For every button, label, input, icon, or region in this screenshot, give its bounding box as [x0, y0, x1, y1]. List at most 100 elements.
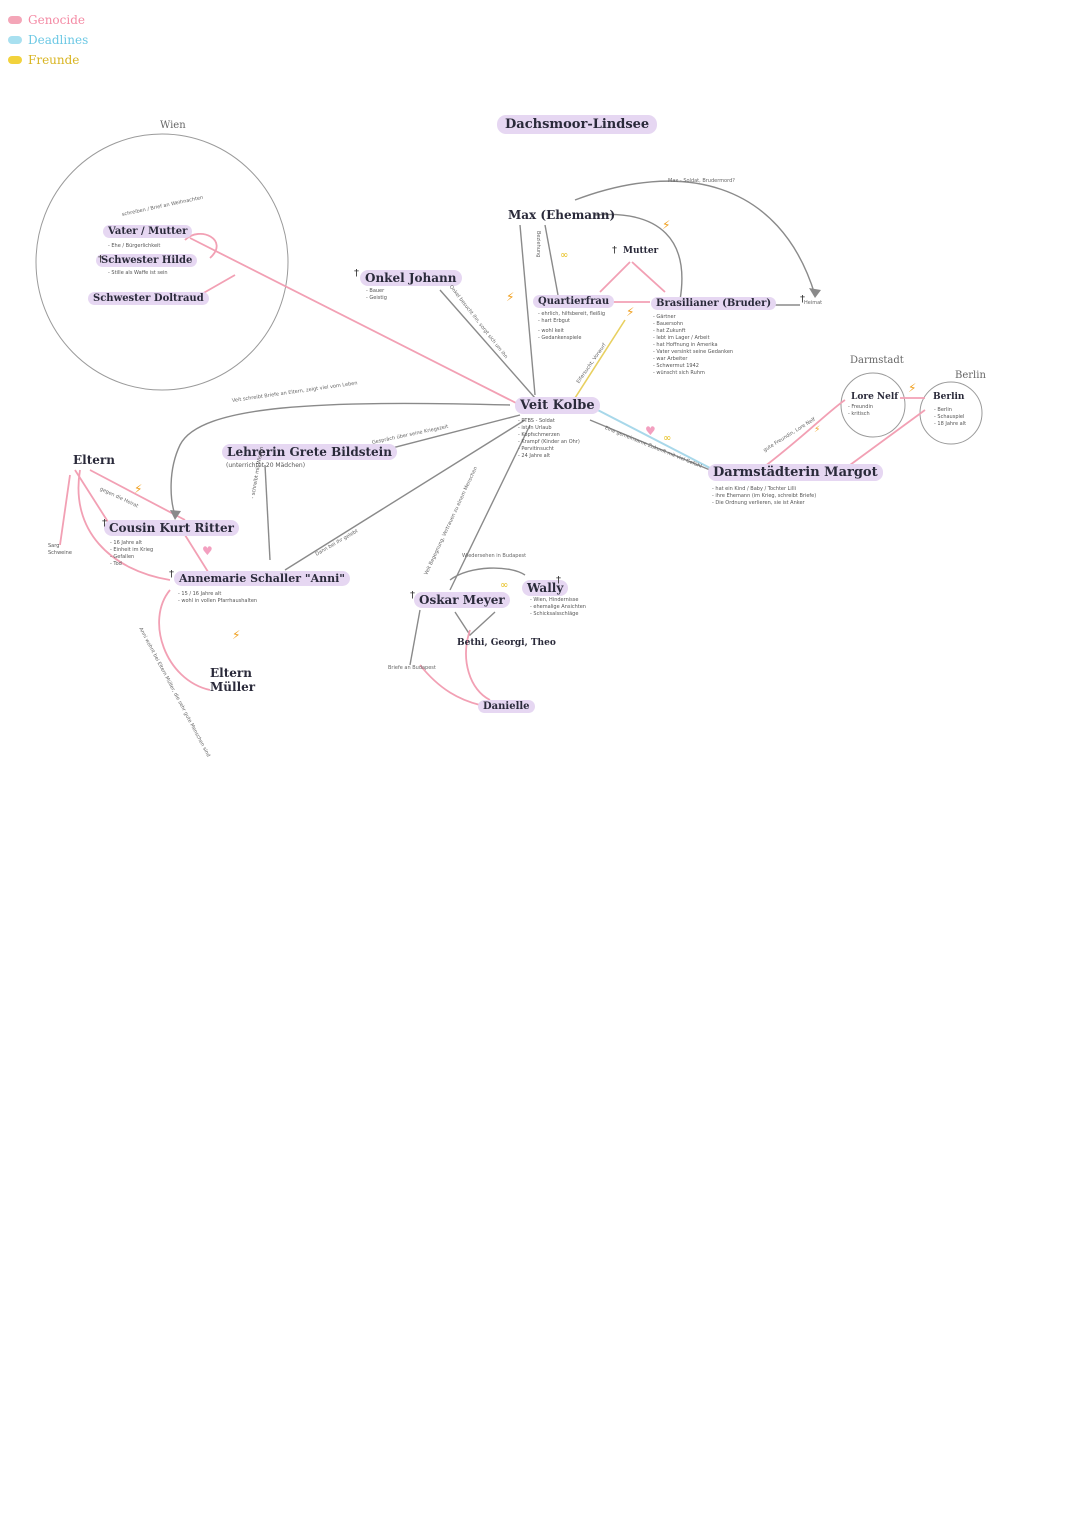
relationship-map: [35, 133, 983, 706]
link-lehrerin-annemarie: [264, 464, 271, 561]
link-oskar-daniele: [419, 664, 481, 706]
link-veit-max: [519, 224, 536, 396]
rings-icon: ∞: [500, 580, 509, 591]
legend-item-freunde: Freunde: [8, 50, 88, 70]
cross-icon: †: [354, 268, 359, 279]
note-lehrerin: (unterrichtet 20 Mädchen): [226, 462, 306, 469]
link-margot-berlin: [849, 409, 926, 466]
arrow-heimat: [809, 288, 821, 298]
link-eltern-annemarie: [77, 469, 171, 581]
node-schwester-doltraud: Schwester Doltraud: [88, 292, 209, 305]
heart-icon: ♥: [645, 424, 656, 438]
legend-item-genocide: Genocide: [8, 10, 88, 30]
cross-icon: †: [169, 569, 174, 580]
note-brasilianer: - Gärtner - Bauersohn - hat Zukunft - le…: [653, 314, 734, 376]
link-oskar-bethi: [454, 611, 496, 637]
note-hilde: - Stille als Waffe ist sein: [108, 270, 168, 276]
node-eltern-mueller: Eltern Müller: [210, 666, 256, 694]
node-daniele: Danielle: [478, 700, 535, 713]
link-vater-hilde: [184, 232, 218, 259]
wien-circle: [35, 133, 289, 391]
lore-circle: [840, 372, 906, 438]
bolt-icon: ⚡: [814, 425, 821, 435]
link-margot-lore: [759, 399, 846, 471]
legend-label: Genocide: [28, 13, 85, 27]
link-veit-quartier-yellow: [574, 319, 626, 399]
note-annemarie: - 15 / 16 Jahre alt - wohl in vollen Pfa…: [178, 591, 258, 604]
link-max-heimat: [574, 180, 816, 296]
node-oskar-meyer: Oskar Meyer: [414, 592, 510, 608]
label-brasilianer-heimat: Heimat: [804, 300, 823, 306]
link-mutter-quartier: [599, 261, 631, 293]
link-veit-cousin-arc: [170, 402, 511, 516]
note-margot: - hat ein Kind / Baby / Tochter Lilli - …: [712, 486, 817, 506]
node-lore: Lore Nelf: [851, 392, 899, 402]
link-annemarie-muller: [158, 589, 211, 691]
link-max-brasilianer: [594, 213, 683, 301]
legend-label: Freunde: [28, 53, 80, 67]
arrow-cousin: [170, 510, 181, 520]
rings-icon: ∞: [560, 250, 569, 261]
cross-icon: †: [98, 254, 103, 265]
place-darmstadt: Darmstadt: [850, 355, 904, 366]
legend-item-deadlines: Deadlines: [8, 30, 88, 50]
node-mutter: Mutter: [623, 246, 659, 256]
label-max-veit: Beziehung: [535, 231, 541, 258]
link-eltern-sarg: [59, 474, 71, 546]
note-sarg: Sarg Schweine: [48, 543, 72, 556]
heart-icon: ♥: [202, 544, 213, 558]
link-veit-onkel: [439, 289, 536, 399]
rings-icon: ∞: [663, 433, 672, 444]
node-eltern: Eltern: [73, 453, 115, 467]
note-cousin: - 16 Jahre alt - Einheit im Krieg - Gefa…: [110, 540, 154, 567]
label-oskar-wally: Wiedersehen in Budapest: [462, 553, 527, 559]
label-max-top: Max - Soldat, Brudermord?: [668, 178, 735, 184]
legend-swatch: [8, 16, 22, 24]
link-veit-margot-blue: [587, 404, 711, 469]
gray-links: [170, 180, 816, 666]
bolt-icon: ⚡: [662, 218, 671, 232]
node-cousin: Cousin Kurt Ritter: [104, 520, 240, 536]
node-wally: Wally: [522, 580, 569, 596]
cross-icon: †: [410, 590, 415, 601]
link-oskar-down: [409, 609, 421, 666]
node-max: Max (Ehemann): [508, 208, 616, 222]
node-brasilianer: Brasilianer (Bruder): [651, 297, 777, 310]
place-wien: Wien: [160, 120, 186, 131]
node-onkel-johann: Onkel Johann: [360, 270, 462, 286]
note-berlin: - Berlin - Schauspiel - 18 Jahre alt: [934, 407, 967, 427]
label-oskar-daniele: Briefe an Budapest: [388, 665, 436, 671]
place-berlin: Berlin: [955, 370, 986, 381]
pink-links: [59, 232, 926, 706]
cross-icon: †: [612, 245, 617, 256]
link-veit-annemarie: [284, 419, 526, 571]
node-lehrerin: Lehrerin Grete Bildstein: [222, 444, 397, 460]
link-eltern-cousin: [74, 469, 111, 526]
bolt-icon: ⚡: [134, 482, 143, 496]
note-onkel: - Bauer - Geistig: [366, 288, 387, 301]
link-eltern-cousin2: [89, 469, 186, 521]
node-darmstaedterin: Darmstädterin Margot: [708, 464, 883, 481]
node-schwester-hilde: Schwester Hilde: [96, 254, 198, 267]
node-berlin: Berlin: [933, 392, 965, 402]
legend: Genocide Deadlines Freunde: [8, 10, 88, 70]
cross-icon: †: [556, 575, 561, 586]
link-veit-margot: [589, 419, 711, 471]
cross-icon: †: [102, 518, 107, 529]
bolt-icon: ⚡: [232, 628, 241, 642]
legend-swatch: [8, 36, 22, 44]
bolt-icon: ⚡: [908, 381, 917, 395]
link-doltraud-hilde: [199, 274, 236, 296]
link-veit-oskar: [449, 424, 531, 591]
legend-swatch: [8, 56, 22, 64]
bolt-icon: ⚡: [506, 290, 515, 304]
link-mutter-brasilianer: [631, 261, 666, 293]
note-vater: - Ehe / Bürgerlichkeit: [108, 243, 161, 249]
link-vater-veit: [189, 237, 521, 406]
node-veit-kolbe: Veit Kolbe: [515, 397, 600, 414]
link-max-quartier: [544, 224, 559, 296]
note-lore: - Freundin - kritisch: [848, 404, 873, 417]
node-annemarie: Annemarie Schaller "Anni": [174, 571, 351, 586]
legend-label: Deadlines: [28, 33, 89, 47]
note-quartier: - ehrlich, hilfsbereit, fleißig - hart E…: [538, 311, 606, 324]
